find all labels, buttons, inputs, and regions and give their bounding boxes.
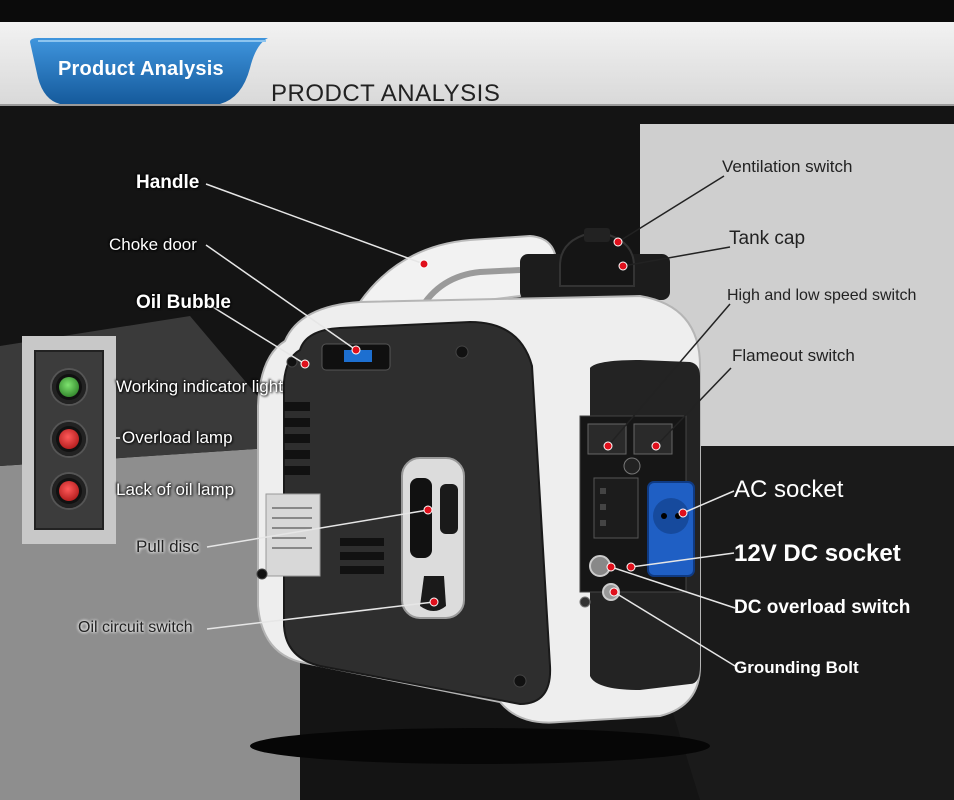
page-title: PRODCT ANALYSIS [271,80,501,107]
callout-tank-cap: Tank cap [729,228,806,249]
callout-oil-circuit: Oil circuit switch [78,619,193,636]
callout-handle: Handle [136,172,200,193]
working-indicator-lamp [52,370,86,404]
label-sticker [265,493,321,577]
scene-illustration [0,106,954,800]
header-bar: Product Analysis PRODCT ANALYSIS [0,22,954,107]
callout-speed-switch: High and low speed switch [727,287,917,304]
callout-lack-of-oil: Lack of oil lamp [116,480,235,499]
marker-dots [300,237,688,607]
callout-choke-door: Choke door [109,235,197,254]
overload-lamp [52,422,86,456]
callout-pull-disc: Pull disc [136,537,200,556]
lower-vents [340,538,384,574]
tab-badge-shape [30,38,268,104]
callout-dc-overload: DC overload switch [734,597,911,618]
callout-ac-socket: AC socket [734,476,844,503]
product-scene: Handle Choke door Oil Bubble Working ind… [0,106,954,800]
tab-label[interactable]: Product Analysis [58,58,224,80]
left-vents [284,402,310,475]
callout-dc-socket: 12V DC socket [734,540,901,567]
ground-shadow [250,728,710,764]
callout-overload-lamp: Overload lamp [122,428,233,447]
lack-of-oil-lamp [52,474,86,508]
indicator-panel [34,350,104,530]
indicator-inset [22,336,116,544]
callout-working-indicator: Working indicator light [116,377,283,396]
callout-grounding: Grounding Bolt [734,658,859,677]
callout-ventilation: Ventilation switch [722,157,853,176]
callout-flameout: Flameout switch [732,346,855,365]
callout-oil-bubble: Oil Bubble [136,292,231,313]
